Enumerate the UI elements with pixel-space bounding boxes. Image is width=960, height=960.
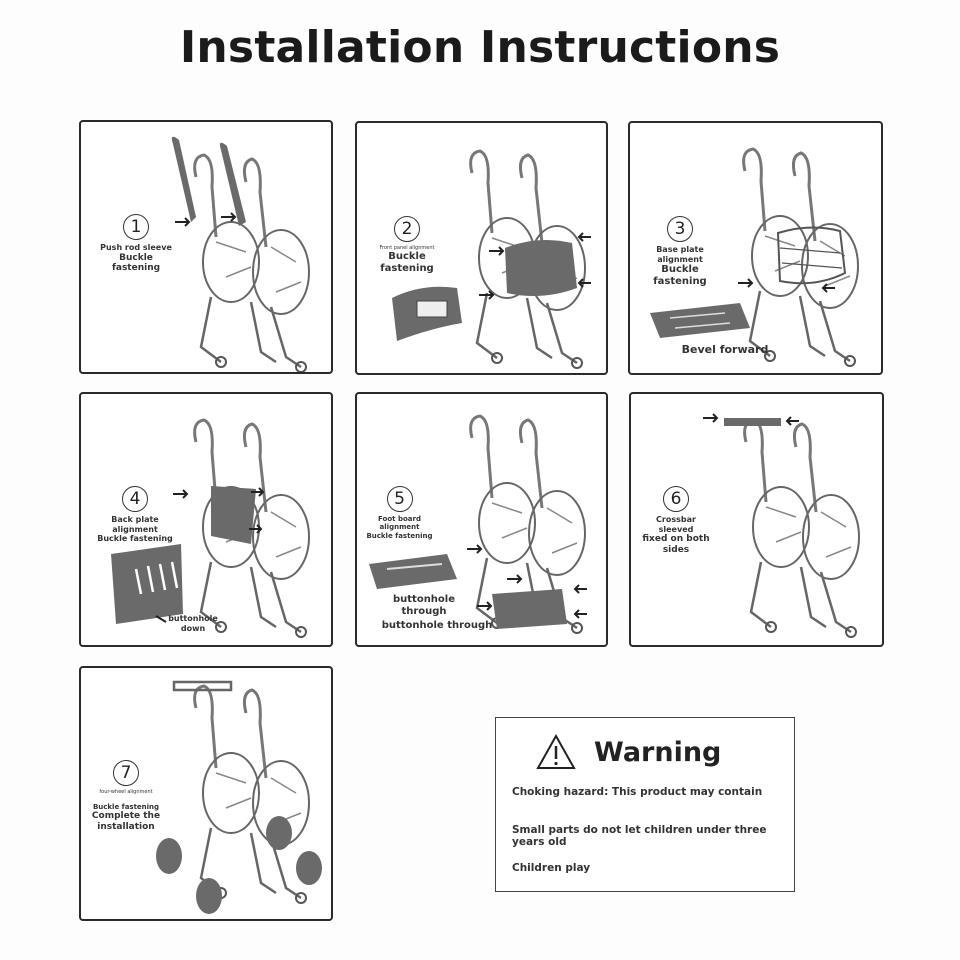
step-4-panel: 4 Back plate alignment Buckle fastening … — [79, 392, 333, 647]
step-7-text-2: Complete the — [91, 811, 161, 822]
step-4-text-2: alignment — [112, 524, 158, 534]
warning-title: Warning — [594, 736, 722, 768]
step-5-text-3: Buckle fastening — [366, 531, 433, 540]
step-2-text-1: Buckle — [388, 251, 426, 262]
step-2-number: 2 — [394, 216, 420, 242]
warning-line-2: Small parts do not let children under th… — [512, 824, 767, 848]
step-2-label: 2 Front panel alignment Buckle fastening — [362, 216, 452, 275]
step-3-text-2: alignment — [657, 254, 703, 264]
step-6-illustration — [703, 413, 861, 639]
step-6-text-4: sides — [662, 544, 690, 555]
step-6-number: 6 — [663, 486, 689, 512]
step-6-label: 6 Crossbar sleeved fixed on both sides — [631, 486, 721, 556]
step-7-panel: 7 four-wheel alignment Buckle fastening … — [79, 666, 333, 921]
step-3-panel: 3 Base plate alignment Buckle fastening … — [628, 121, 883, 375]
step-7-text-1: Buckle fastening — [92, 803, 160, 811]
step-4-label: 4 Back plate alignment Buckle fastening — [81, 486, 189, 544]
step-5-buttonhole-label: buttonhole — [392, 594, 456, 605]
step-4-illustration — [111, 418, 311, 639]
warning-line-3: Children play — [512, 862, 591, 874]
step-1-text-1: Push rod sleeve — [100, 243, 172, 252]
step-5-label: 5 Foot board alignment Buckle fastening — [357, 486, 442, 540]
page-title: Installation Instructions — [179, 22, 781, 73]
step-5-illustration — [369, 414, 587, 635]
step-5-text-2: alignment — [379, 523, 420, 532]
step-1-text-2: Buckle — [119, 252, 153, 263]
step-7-number: 7 — [113, 760, 139, 786]
step-4-buttonhole-label: buttonhole down — [168, 614, 218, 633]
warning-triangle-icon — [536, 734, 576, 769]
step-2-illustration — [392, 149, 591, 370]
step-6-text-1: Crossbar — [656, 515, 696, 524]
step-3-text-4: fastening — [653, 276, 707, 288]
step-5-through-label: through — [401, 606, 447, 617]
step-3-text-1: Base plate — [656, 245, 704, 254]
step-1-text-3: fastening — [111, 263, 161, 274]
step-1-label: 1 Push rod sleeve Buckle fastening — [81, 214, 191, 274]
step-1-illustration — [171, 136, 311, 372]
step-3-number: 3 — [667, 216, 693, 242]
step-3-text-3: Buckle — [661, 264, 699, 276]
step-7-label: 7 four-wheel alignment Buckle fastening … — [81, 760, 171, 833]
warning-line-1: Choking hazard: This product may contain — [512, 786, 763, 798]
step-4-number: 4 — [122, 486, 148, 512]
step-2-text-2: fastening — [380, 263, 434, 274]
step-5-text-1: Foot board — [378, 515, 421, 523]
step-7-illustration — [156, 680, 322, 914]
warning-header: Warning — [536, 730, 721, 774]
step-1-panel: 1 Push rod sleeve Buckle fastening — [79, 120, 333, 374]
step-2-panel: 2 Front panel alignment Buckle fastening — [355, 121, 608, 375]
step-6-text-2: sleeved — [658, 524, 694, 534]
step-5-number: 5 — [386, 486, 413, 512]
warning-box: Warning Choking hazard: This product may… — [495, 717, 795, 892]
step-7-text-3: installation — [97, 822, 155, 833]
step-7-small-text: four-wheel alignment — [99, 789, 153, 795]
step-6-text-3: fixed on both — [642, 534, 710, 545]
step-5-buttonhole-through-label: buttonhole through — [381, 620, 493, 631]
step-3-illustration — [650, 147, 860, 368]
step-6-panel: 6 Crossbar sleeved fixed on both sides — [629, 392, 884, 647]
step-3-label: 3 Base plate alignment Buckle fastening — [630, 216, 730, 288]
step-4-text-3: Buckle fastening — [97, 534, 173, 544]
step-4-text-1: Back plate — [111, 515, 159, 524]
step-3-bevel-label: Bevel forward — [681, 343, 769, 356]
step-5-panel: 5 Foot board alignment Buckle fastening … — [355, 392, 608, 647]
step-2-small-text: Front panel alignment — [379, 245, 435, 251]
step-1-number: 1 — [123, 214, 149, 240]
